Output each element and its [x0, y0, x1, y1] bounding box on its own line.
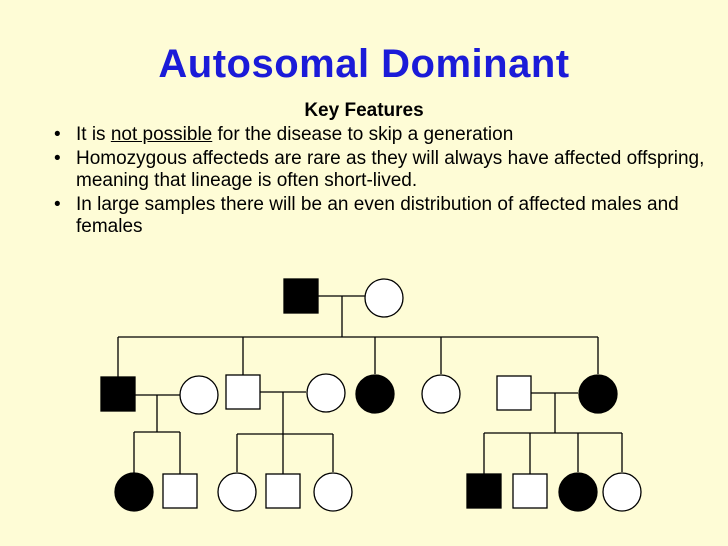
bullet-text: Homozygous affecteds are rare as they wi… — [76, 148, 705, 191]
unaffected-male-square — [496, 375, 532, 411]
unaffected-male-square — [512, 473, 548, 509]
unaffected-female-circle — [313, 472, 353, 512]
unaffected-female-circle — [364, 278, 404, 318]
affected-male-square — [466, 473, 502, 509]
slide-title: Autosomal Dominant — [158, 42, 570, 86]
unaffected-female-circle — [421, 374, 461, 414]
affected-female-circle — [558, 472, 598, 512]
bullet-emphasis: not possible — [110, 124, 213, 145]
affected-female-circle — [114, 472, 154, 512]
unaffected-female-circle — [602, 472, 642, 512]
bullet-item: Homozygous affecteds are rare as they wi… — [48, 148, 708, 192]
pedigree-individuals — [100, 278, 642, 512]
bullet-text: In large samples there will be an even d… — [76, 194, 679, 237]
unaffected-female-circle — [179, 375, 219, 415]
slide-subtitle: Key Features — [304, 100, 424, 121]
bullet-item: It is not possible for the disease to sk… — [48, 124, 708, 146]
affected-male-square — [283, 278, 319, 314]
unaffected-female-circle — [217, 472, 257, 512]
unaffected-male-square — [162, 473, 198, 509]
unaffected-male-square — [265, 473, 301, 509]
bullet-text: for the disease to skip a generation — [212, 124, 514, 145]
affected-female-circle — [355, 374, 395, 414]
unaffected-male-square — [225, 374, 261, 410]
unaffected-female-circle — [306, 373, 346, 413]
bullet-list: It is not possible for the disease to sk… — [48, 124, 708, 240]
bullet-item: In large samples there will be an even d… — [48, 194, 708, 238]
affected-male-square — [100, 376, 136, 412]
bullet-text: It is — [76, 124, 111, 145]
pedigree-lines — [117, 295, 623, 474]
affected-female-circle — [578, 374, 618, 414]
